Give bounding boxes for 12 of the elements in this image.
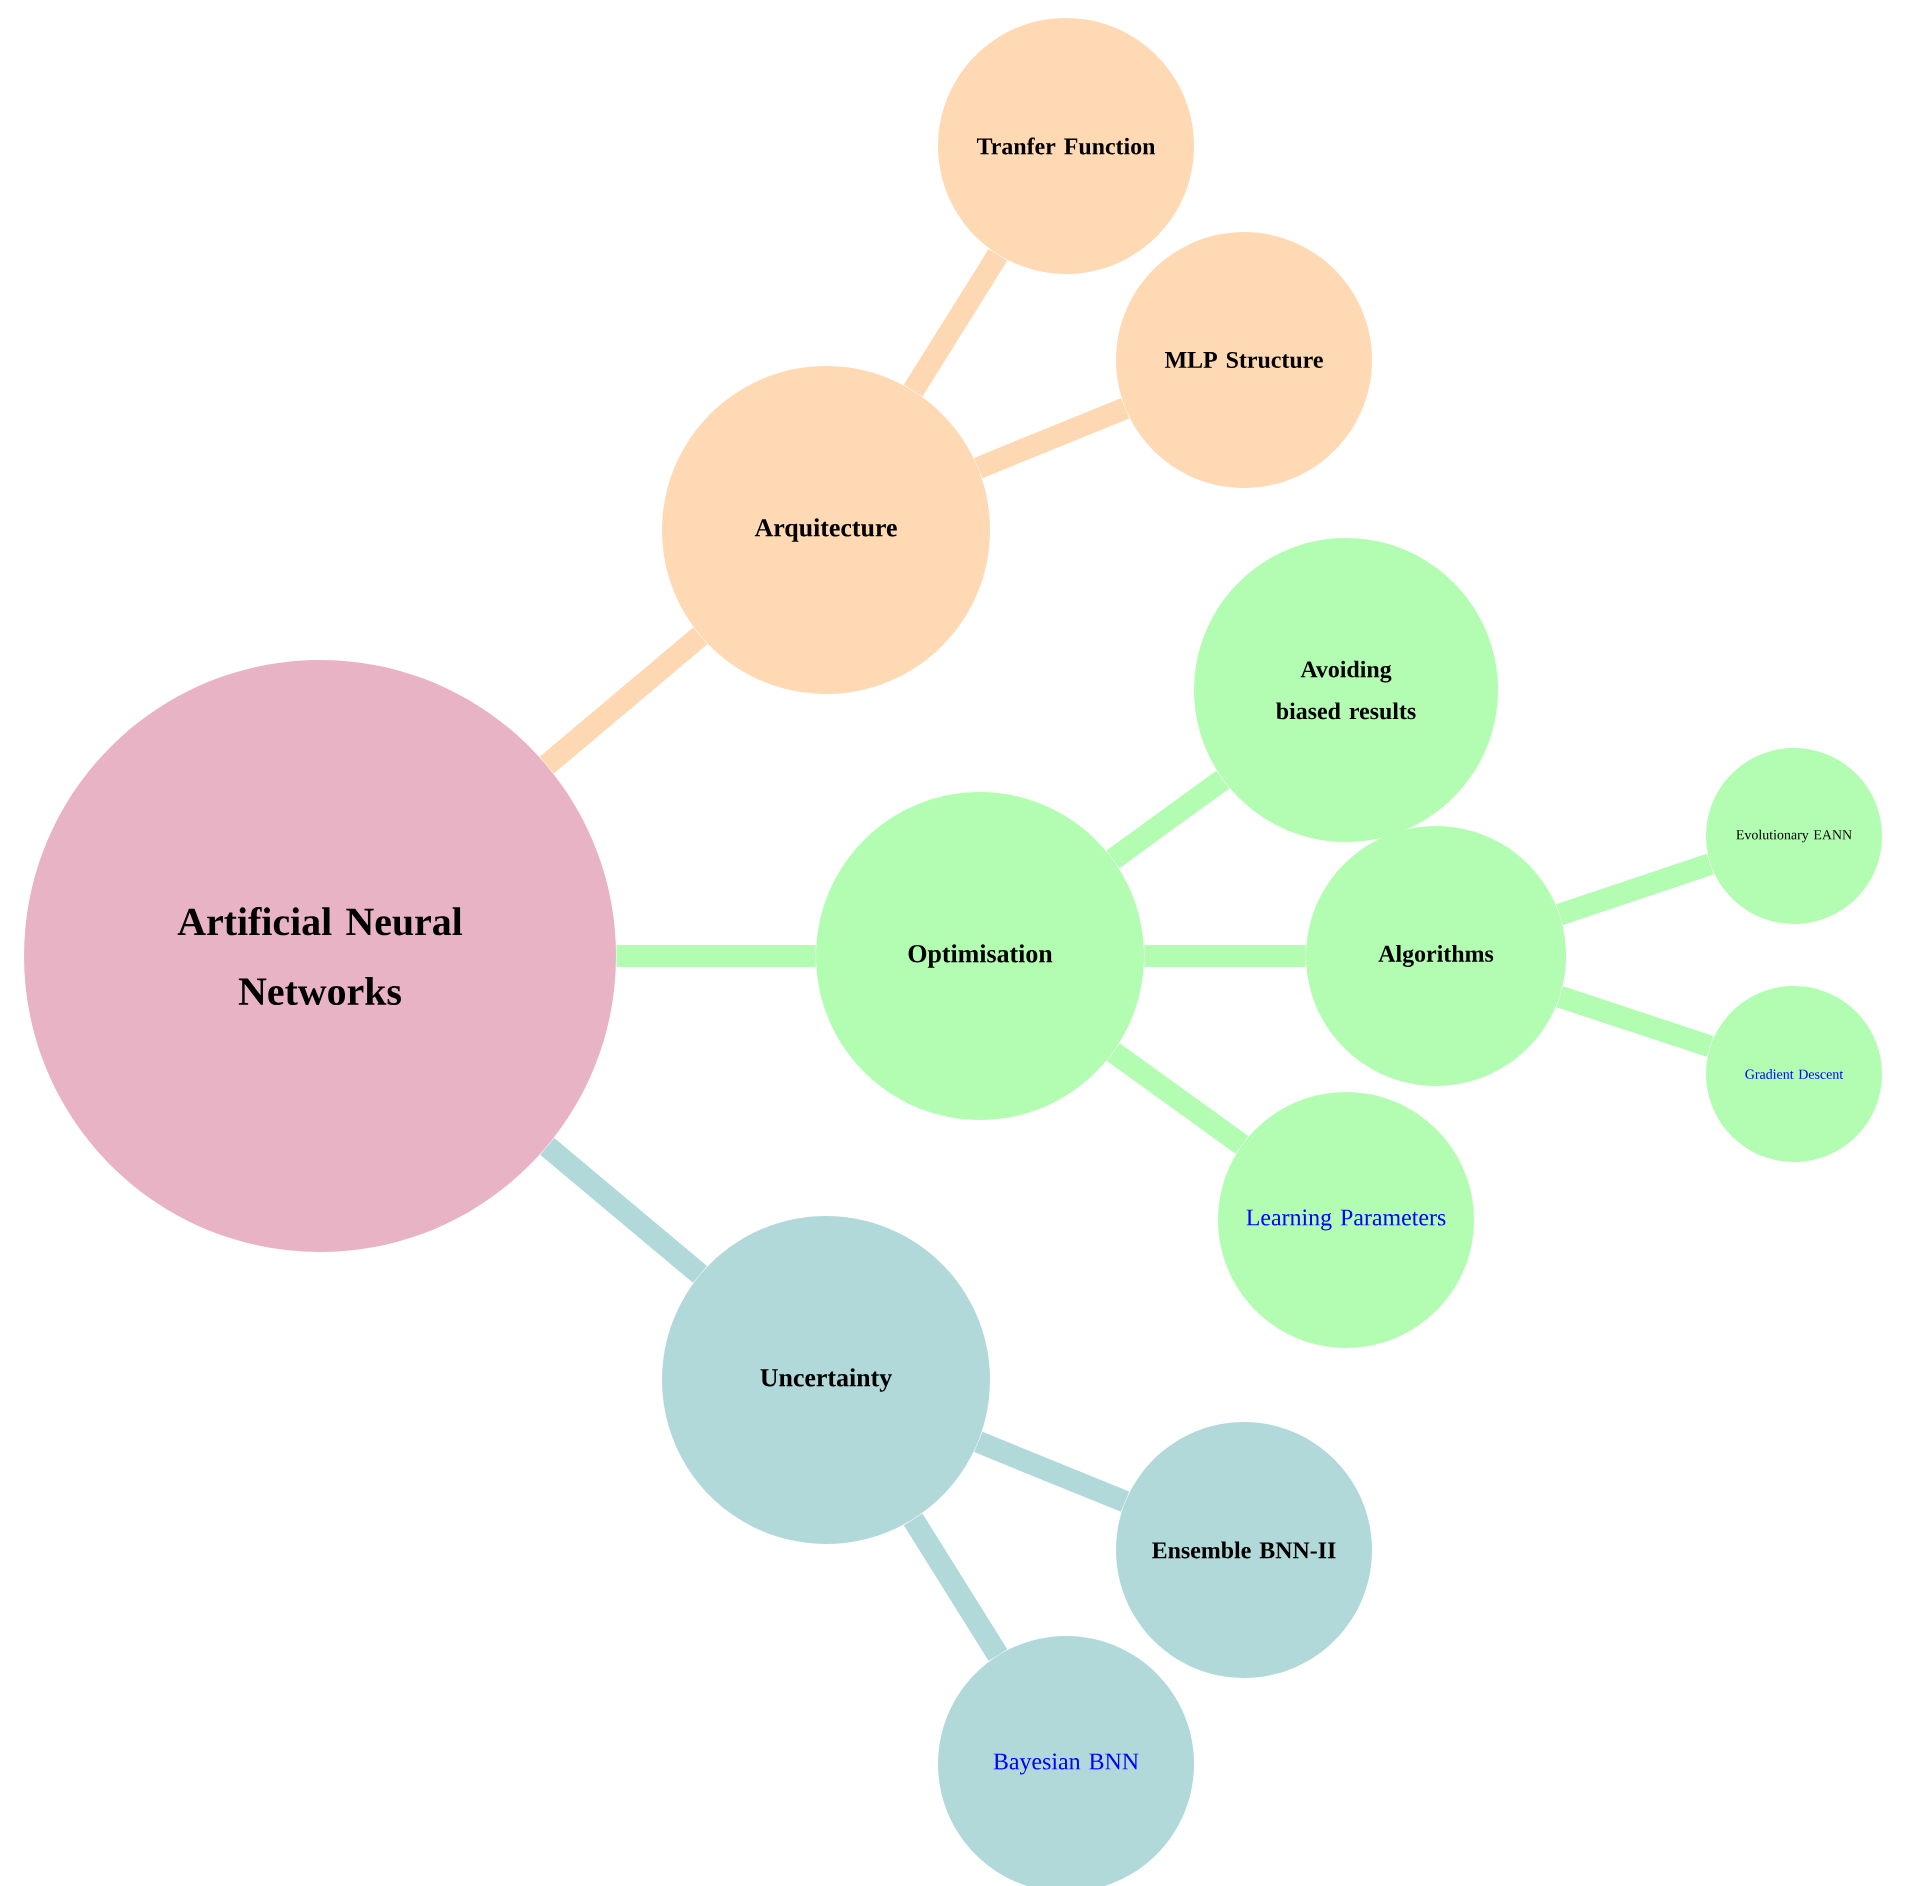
branch-connector	[540, 1137, 708, 1283]
branch-connector	[1556, 986, 1714, 1057]
branch-connector	[974, 1431, 1130, 1512]
branch-connector	[974, 398, 1130, 479]
branch-connector	[616, 945, 816, 967]
branch-connector	[539, 627, 708, 774]
branch-connector	[903, 249, 1008, 397]
branch-connector	[1144, 945, 1306, 967]
branch-connector	[1106, 770, 1230, 869]
branch-connector	[903, 1513, 1008, 1661]
branch-connector	[1106, 1043, 1249, 1154]
branch-connector	[1556, 853, 1714, 925]
